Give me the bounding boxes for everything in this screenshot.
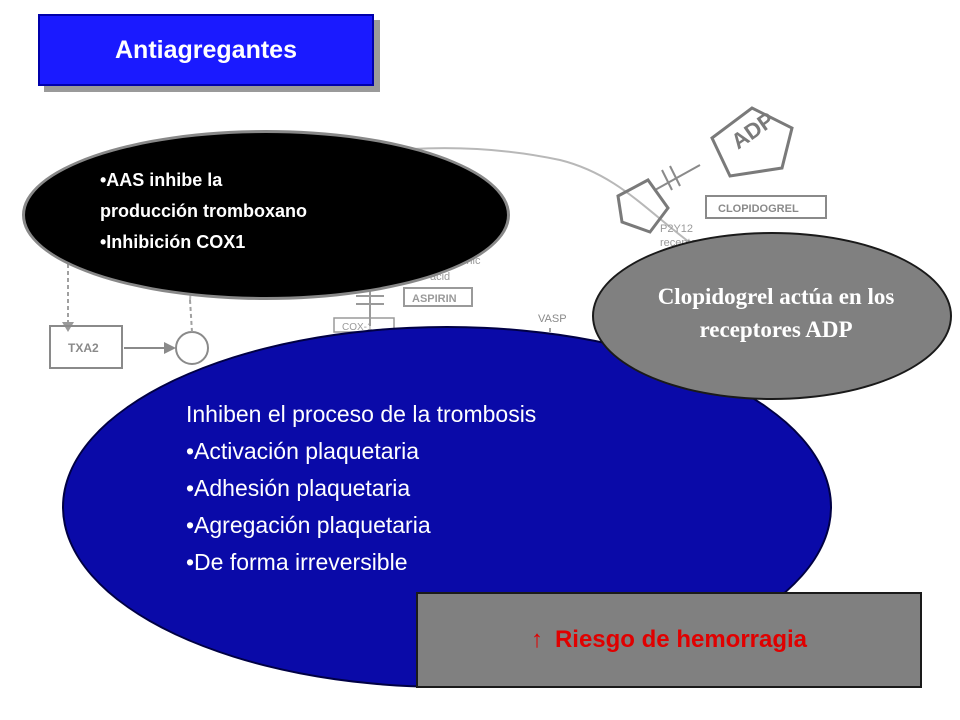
clopidogrel-line: receptores ADP: [699, 317, 853, 342]
txa2-label: TXA2: [68, 341, 99, 355]
aas-line: •AAS inhibe la: [100, 170, 223, 190]
clopidogrel-label: CLOPIDOGREL: [718, 203, 799, 215]
adp-link: [654, 164, 701, 191]
adp-label: ADP: [727, 107, 779, 154]
txa2-box: [49, 325, 123, 369]
slide-title: Antiagregantes: [38, 14, 374, 86]
aspirin-box: [403, 287, 473, 307]
trombosis-line: •Activación plaquetaria: [186, 438, 420, 464]
clopidogrel-line: Clopidogrel actúa en los: [657, 284, 895, 309]
riesgo-hemorragia-box: ↑ Riesgo de hemorragia: [416, 592, 922, 688]
trombosis-line: •De forma irreversible: [186, 549, 408, 575]
receptor-circle: [175, 331, 209, 365]
clopidogrel-ellipse: [592, 232, 952, 400]
cox1-label: COX-1: [342, 322, 373, 333]
p2y12-label: P2Y12: [660, 223, 693, 235]
p2y12-receptor-shape: [616, 178, 670, 234]
clopidogrel-ellipse-text: Clopidogrel actúa en los receptores ADP: [606, 280, 946, 346]
aspirin-label: ASPIRIN: [412, 293, 457, 305]
trombosis-line: Inhiben el proceso de la trombosis: [186, 401, 537, 427]
txa2-arrowhead-right: [164, 342, 176, 354]
clopidogrel-box: [705, 195, 827, 219]
aas-line: •Inhibición COX1: [100, 232, 246, 252]
aas-ellipse: [22, 130, 510, 300]
arc-down-link: [189, 299, 193, 333]
riesgo-hemorragia-label: Riesgo de hemorragia: [554, 626, 808, 653]
block-mark: [661, 169, 673, 191]
trombosis-ellipse-text: Inhiben el proceso de la trombosis •Acti…: [186, 396, 746, 581]
trombosis-line: •Agregación plaquetaria: [186, 512, 431, 538]
aas-ellipse-text: •AAS inhibe la producción tromboxano •In…: [100, 165, 430, 258]
block-mark: [669, 165, 681, 187]
adp-shape: [710, 106, 794, 178]
vasp-label: VASP: [538, 313, 567, 325]
up-arrow-icon: ↑: [530, 626, 543, 653]
slide-title-text: Antiagregantes: [115, 35, 297, 64]
aas-line: producción tromboxano: [100, 201, 307, 221]
trombosis-line: •Adhesión plaquetaria: [186, 475, 411, 501]
